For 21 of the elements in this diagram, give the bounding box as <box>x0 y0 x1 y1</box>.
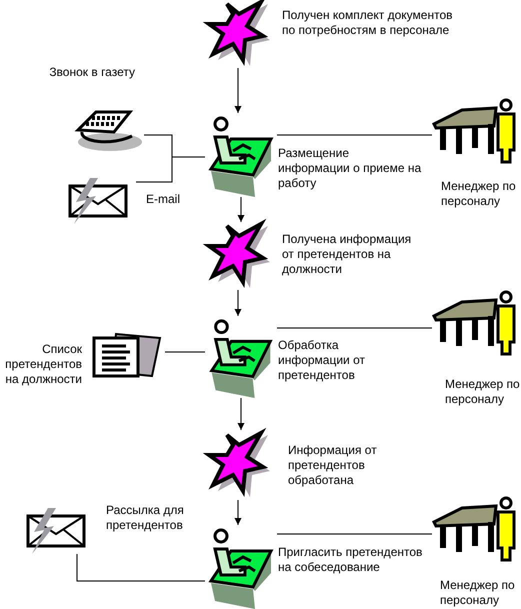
node-label: Список претендентов на должности <box>4 342 82 387</box>
node-label: Менеджер по персоналу <box>440 578 516 608</box>
connector-line <box>76 554 206 582</box>
node-label: Размещение информации о приеме на работу <box>278 146 422 191</box>
node-label: Получена информация от претендентов на должности <box>282 232 412 277</box>
arrow <box>238 196 244 222</box>
node-label: Менеджер по персоналу <box>441 179 517 209</box>
node-label: Обработка информации от претендентов <box>278 338 366 383</box>
arrow <box>238 398 244 430</box>
node-label: Пригласить претендентов на собеседование <box>278 545 424 575</box>
arrow <box>234 68 242 114</box>
node-label: Информация от претендентов обработана <box>288 443 378 488</box>
connector-line <box>276 134 432 136</box>
node-label: Звонок в газету <box>48 65 135 80</box>
node-label: Менеджер по персоналу <box>445 377 521 407</box>
connector-line <box>136 156 206 182</box>
node-label: Рассылка для претендентов <box>106 503 185 533</box>
arrow <box>234 500 242 526</box>
node-label: Получен комплект документов по потребностям в персонале <box>282 8 454 38</box>
node-label: E-mail <box>146 192 182 207</box>
arrow <box>234 290 242 316</box>
